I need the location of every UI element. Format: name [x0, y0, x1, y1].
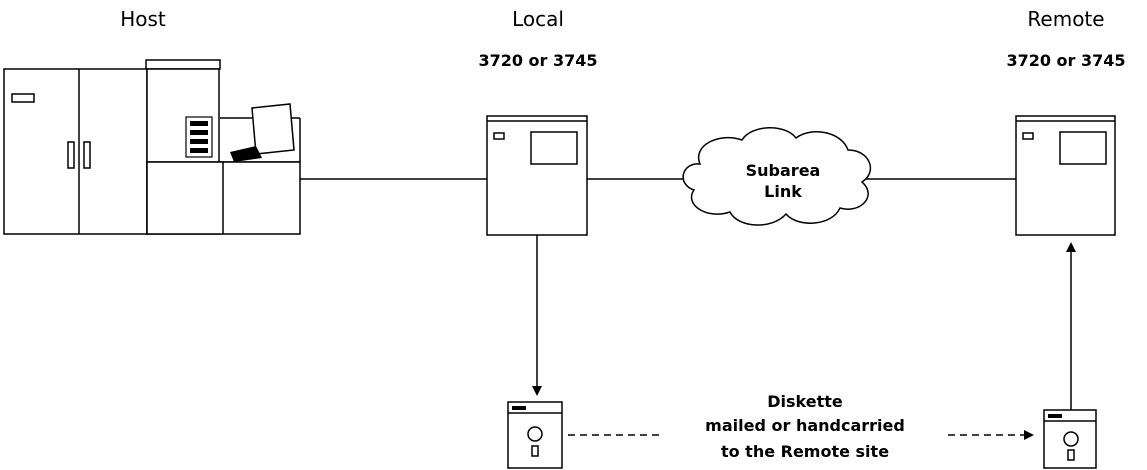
diskette-label-line1: Diskette [767, 392, 843, 411]
remote-controller-icon [1015, 115, 1116, 236]
cloud-label-line2: Link [764, 182, 802, 201]
remote-model: 3720 or 3745 [1006, 51, 1125, 70]
mainframe-host-icon [3, 59, 301, 235]
remote-diskette-icon [1043, 409, 1097, 469]
remote-title: Remote [1027, 7, 1104, 31]
cloud-label-line1: Subarea [746, 161, 821, 180]
local-model: 3720 or 3745 [478, 51, 597, 70]
diskette-label-line3: to the Remote site [721, 442, 889, 461]
network-cloud-icon [682, 127, 872, 226]
local-title: Local [512, 7, 564, 31]
host-label: Host [120, 7, 166, 31]
diskette-label-line2: mailed or handcarried [705, 416, 905, 435]
local-diskette-icon [507, 401, 563, 469]
local-controller-icon [486, 115, 588, 236]
